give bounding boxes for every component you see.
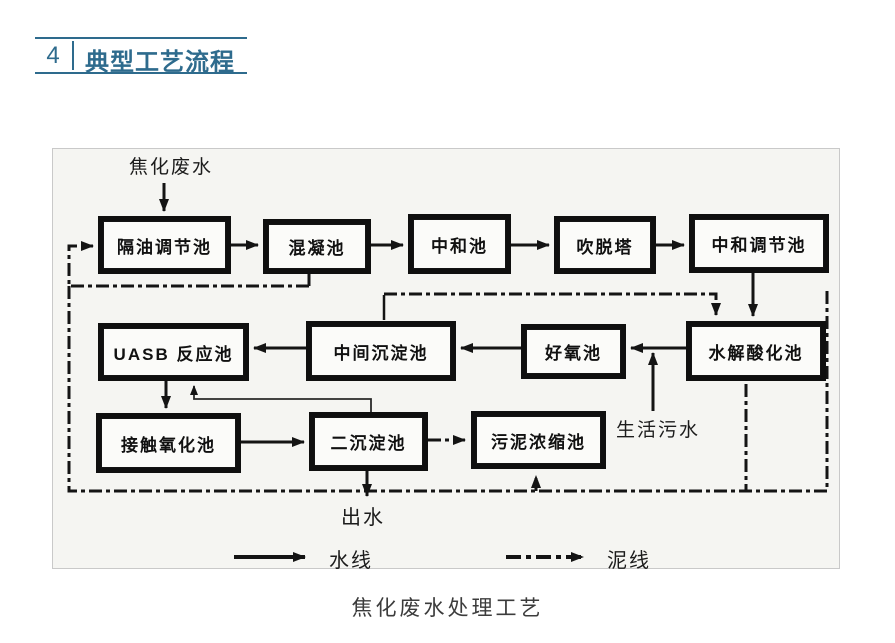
source-water-label: 焦化废水 <box>129 157 214 178</box>
flow-connectors <box>67 183 829 562</box>
flow-diagram: 隔油调节池 混凝池 中和池 吹脱塔 中和调节池 UASB 反应池 中间沉淀池 好… <box>52 148 840 572</box>
node-neutralization-regulation-tank: 中和调节池 <box>689 214 829 273</box>
node-label: 混凝池 <box>268 224 366 269</box>
node-secondary-sedimentation-tank: 二沉淀池 <box>309 412 428 471</box>
sludge-line-intermediate-to-hydrolysis <box>384 292 721 316</box>
node-label: 中和池 <box>413 219 506 269</box>
header-bottom-rule <box>35 72 247 74</box>
section-header: 4 典型工艺流程 <box>35 37 247 76</box>
node-oil-separation-regulation-tank: 隔油调节池 <box>98 216 231 274</box>
sludge-rail-left-bottom-right <box>67 286 829 493</box>
header-top-rule <box>35 37 247 39</box>
node-sludge-thickening-tank: 污泥浓缩池 <box>471 411 606 469</box>
legend-sludge-line-label: 泥线 <box>607 550 651 572</box>
node-label: UASB 反应池 <box>103 328 244 376</box>
node-intermediate-sedimentation-tank: 中间沉淀池 <box>306 321 456 381</box>
header-separator <box>72 41 74 70</box>
node-uasb-reactor: UASB 反应池 <box>98 323 249 381</box>
node-label: 隔油调节池 <box>103 221 226 269</box>
legend-water-line-label: 水线 <box>329 550 373 572</box>
section-number: 4 <box>46 42 60 69</box>
node-neutralization-tank: 中和池 <box>408 214 511 274</box>
node-label: 二沉淀池 <box>314 417 423 466</box>
node-stripping-tower: 吹脱塔 <box>554 216 656 274</box>
node-label: 中间沉淀池 <box>311 326 451 376</box>
recycle-line-secondary-to-uasb <box>190 385 372 412</box>
sludge-line-coagulation-to-oil-separation <box>67 241 309 288</box>
node-hydrolysis-acidification-tank: 水解酸化池 <box>686 321 826 381</box>
node-label: 中和调节池 <box>694 219 824 268</box>
domestic-sewage-label: 生活污水 <box>616 420 701 441</box>
effluent-label: 出水 <box>341 507 385 529</box>
node-label: 污泥浓缩池 <box>476 416 601 464</box>
figure-caption: 焦化废水处理工艺 <box>351 597 544 620</box>
node-label: 好氧池 <box>526 329 621 374</box>
node-aerobic-tank: 好氧池 <box>521 324 626 379</box>
node-label: 吹脱塔 <box>559 221 651 269</box>
node-label: 水解酸化池 <box>691 326 821 376</box>
section-title: 典型工艺流程 <box>85 49 235 76</box>
node-coagulation-tank: 混凝池 <box>263 219 371 274</box>
node-contact-oxidation-tank: 接触氧化池 <box>96 413 241 473</box>
node-label: 接触氧化池 <box>101 418 236 468</box>
